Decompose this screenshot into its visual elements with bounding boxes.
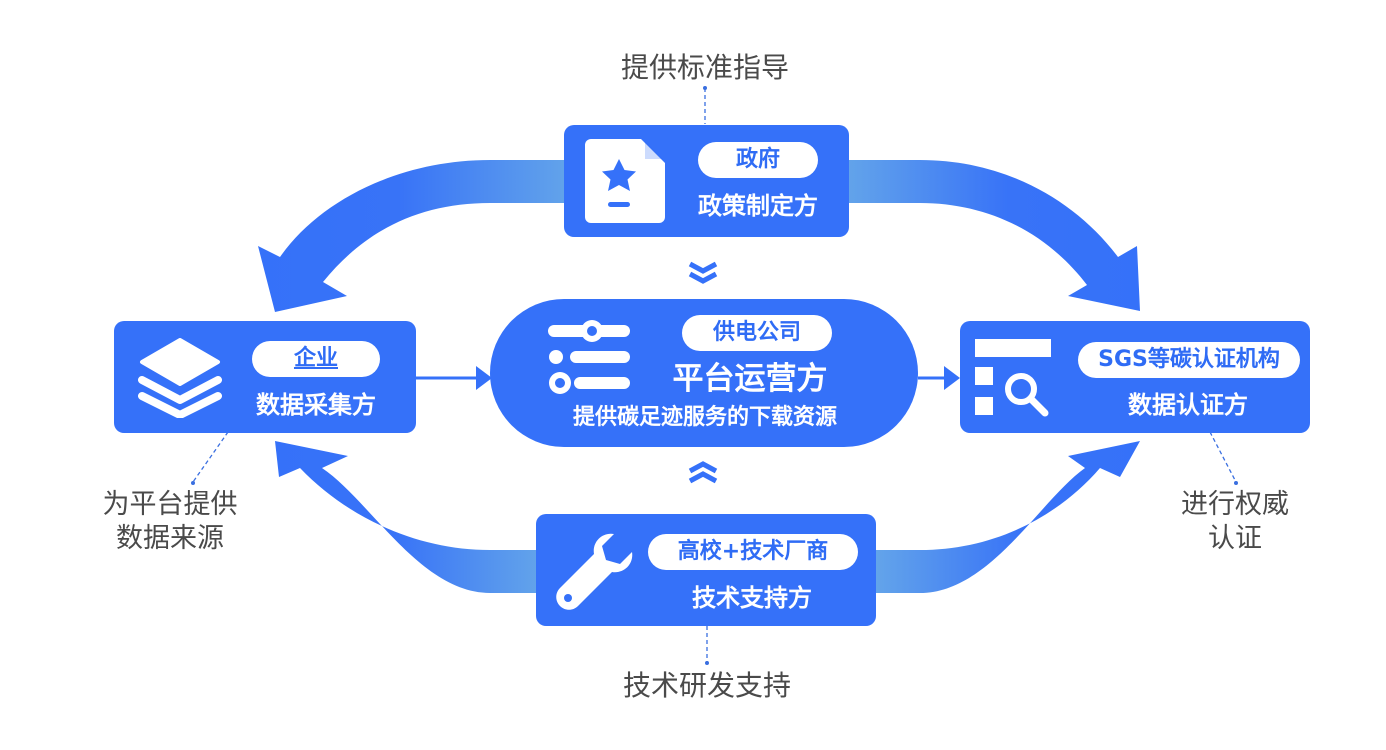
chevron-down-double-icon	[688, 261, 718, 284]
search-list-icon	[975, 339, 1051, 417]
chevron-up-double-icon	[688, 461, 718, 484]
government-node[interactable]: 政府 政策制定方	[564, 125, 849, 237]
wrench-icon	[556, 533, 633, 610]
platform-role: 平台运营方	[672, 361, 828, 397]
layers-icon	[138, 338, 222, 418]
platform-tag: 供电公司	[682, 315, 832, 351]
leader-dot-government	[703, 86, 707, 90]
enterprise-tag: 企业	[252, 341, 380, 377]
certifier-node[interactable]: SGS等碳认证机构 数据认证方	[960, 321, 1310, 433]
certifier-note: 进行权威 认证	[1160, 488, 1310, 556]
leader-certifier	[1209, 431, 1237, 483]
flow-arrow-tech-to-certifier	[876, 441, 1140, 593]
flow-arrow-government-to-certifier	[846, 160, 1140, 311]
tech-tag: 高校+技术厂商	[648, 534, 858, 570]
enterprise-note-line-1: 为平台提供	[102, 489, 238, 520]
flow-arrow-government-to-enterprise	[258, 160, 570, 312]
government-role: 政策制定方	[698, 192, 818, 220]
enterprise-note-line-2: 数据来源	[116, 522, 224, 554]
arrowhead-platform-to-certifier	[944, 366, 960, 390]
arrowhead-enterprise-to-platform	[476, 366, 492, 390]
leader-dot-tech	[705, 661, 709, 665]
government-tag: 政府	[698, 142, 818, 178]
flow-arrow-tech-to-enterprise	[275, 441, 540, 593]
enterprise-node[interactable]: 企业 数据采集方	[114, 321, 416, 433]
tech-node[interactable]: 高校+技术厂商 技术支持方	[536, 514, 876, 626]
certifier-tag: SGS等碳认证机构	[1078, 342, 1300, 378]
tech-note: 技术研发支持	[622, 669, 791, 702]
certifier-role: 数据认证方	[1128, 391, 1248, 419]
certifier-note-line-1: 进行权威	[1181, 489, 1289, 520]
platform-description: 提供碳足迹服务的下载资源	[572, 405, 837, 430]
leader-dot-certifier	[1234, 481, 1238, 485]
government-note: 提供标准指导	[620, 51, 789, 84]
enterprise-note: 为平台提供 数据来源	[70, 488, 270, 556]
platform-node[interactable]: 供电公司 平台运营方 提供碳足迹服务的下载资源	[490, 299, 918, 447]
leader-enterprise	[192, 431, 229, 483]
tech-role: 技术支持方	[692, 584, 812, 612]
certifier-note-line-2: 认证	[1208, 522, 1262, 554]
star-document-icon	[585, 139, 665, 223]
leader-dot-enterprise	[191, 481, 195, 485]
enterprise-role: 数据采集方	[256, 391, 376, 419]
sliders-icon	[548, 320, 630, 394]
